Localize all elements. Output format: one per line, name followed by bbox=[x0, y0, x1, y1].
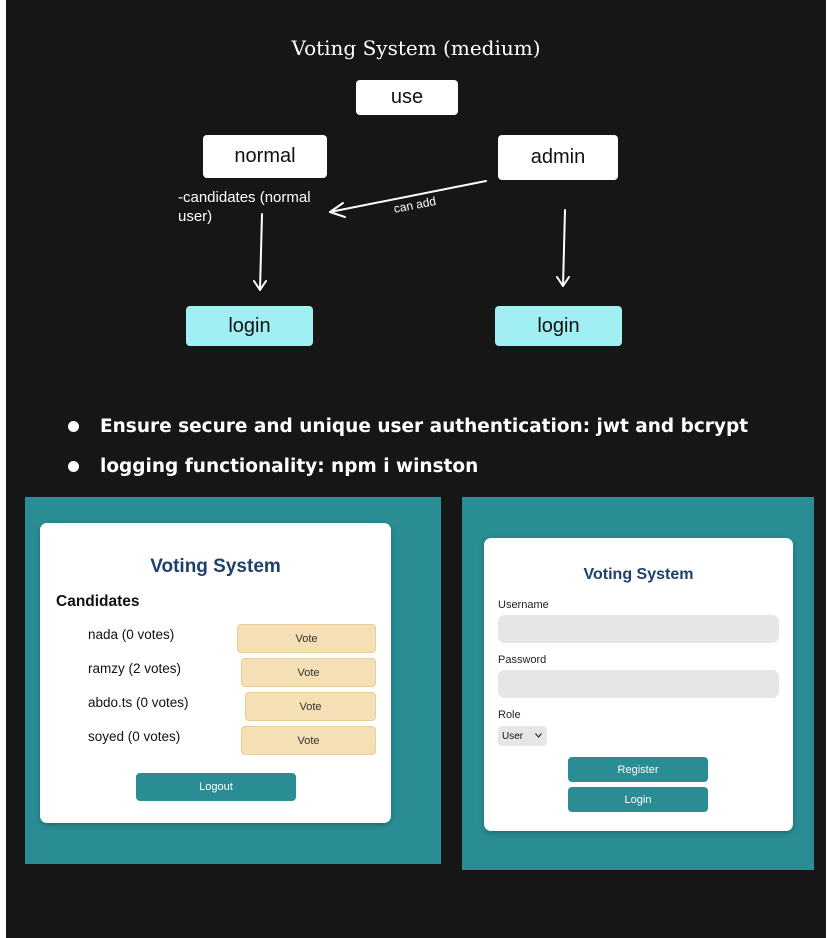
admin-to-login-arrow bbox=[562, 209, 566, 287]
username-input[interactable] bbox=[498, 615, 779, 643]
bullet-list: Ensure secure and unique user authentica… bbox=[66, 406, 748, 486]
role-label: Role bbox=[498, 709, 521, 721]
login-button[interactable]: Login bbox=[568, 787, 708, 812]
candidate-name: abdo.ts (0 votes) bbox=[88, 695, 189, 710]
vote-button[interactable]: Vote bbox=[245, 692, 376, 721]
admin-to-note-arrow bbox=[329, 180, 487, 213]
admin-to-login-arrowhead bbox=[556, 276, 570, 287]
use-node: use bbox=[356, 80, 458, 115]
diagram-title: Voting System (medium) bbox=[291, 36, 541, 60]
voting-screen-panel: Voting System Candidates nada (0 votes) … bbox=[25, 497, 441, 864]
role-select[interactable]: User bbox=[498, 726, 547, 746]
normal-to-login-arrowhead bbox=[253, 280, 267, 291]
password-input[interactable] bbox=[498, 670, 779, 698]
candidates-note: -candidates (normal user) bbox=[178, 189, 311, 225]
bullet-item: Ensure secure and unique user authentica… bbox=[66, 406, 748, 446]
register-button[interactable]: Register bbox=[568, 757, 708, 782]
normal-node: normal bbox=[203, 135, 327, 178]
role-select-value: User bbox=[502, 730, 524, 742]
vote-button[interactable]: Vote bbox=[241, 658, 376, 687]
voting-card-title: Voting System bbox=[150, 556, 281, 577]
admin-to-note-arrowhead bbox=[329, 202, 346, 218]
candidate-name: soyed (0 votes) bbox=[88, 729, 181, 744]
candidate-name: ramzy (2 votes) bbox=[88, 661, 182, 676]
bullet-item: logging functionality: npm i winston bbox=[66, 446, 748, 486]
diagram-arrows bbox=[253, 180, 570, 291]
username-label: Username bbox=[498, 599, 549, 611]
chevron-down-icon bbox=[535, 733, 542, 738]
candidate-name: nada (0 votes) bbox=[88, 627, 175, 642]
login-card: Voting System Username Password Role Use… bbox=[484, 538, 793, 831]
normal-to-login-arrow bbox=[259, 213, 263, 291]
login-screen-panel: Voting System Username Password Role Use… bbox=[462, 497, 814, 870]
bullet-text: Ensure secure and unique user authentica… bbox=[100, 415, 749, 437]
bullet-dot bbox=[68, 420, 79, 432]
password-label: Password bbox=[498, 654, 547, 666]
login-node-right: login bbox=[495, 306, 622, 346]
voting-card: Voting System Candidates nada (0 votes) … bbox=[40, 523, 391, 823]
diagram-board: Voting System (medium) use normal admin … bbox=[6, 0, 826, 938]
vote-button[interactable]: Vote bbox=[237, 624, 376, 653]
bullet-text: logging functionality: npm i winston bbox=[100, 455, 479, 477]
candidates-heading: Candidates bbox=[56, 593, 140, 610]
logout-button[interactable]: Logout bbox=[136, 773, 296, 801]
bullet-dot bbox=[68, 460, 79, 472]
login-card-title: Voting System bbox=[583, 566, 694, 583]
login-node-left: login bbox=[186, 306, 313, 346]
vote-button[interactable]: Vote bbox=[241, 726, 376, 755]
admin-node: admin bbox=[498, 135, 618, 180]
